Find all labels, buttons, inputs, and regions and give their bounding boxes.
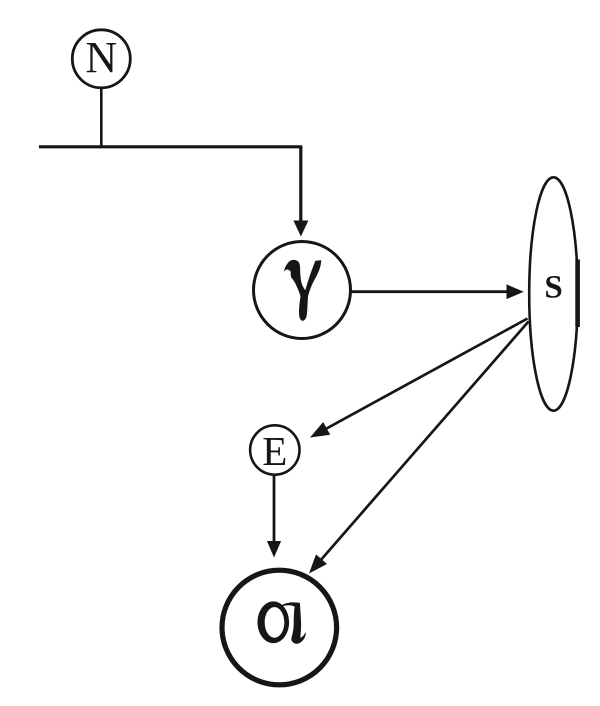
- svg-text:E: E: [262, 428, 287, 474]
- svg-text:S: S: [544, 270, 562, 306]
- svg-text:N: N: [85, 33, 117, 82]
